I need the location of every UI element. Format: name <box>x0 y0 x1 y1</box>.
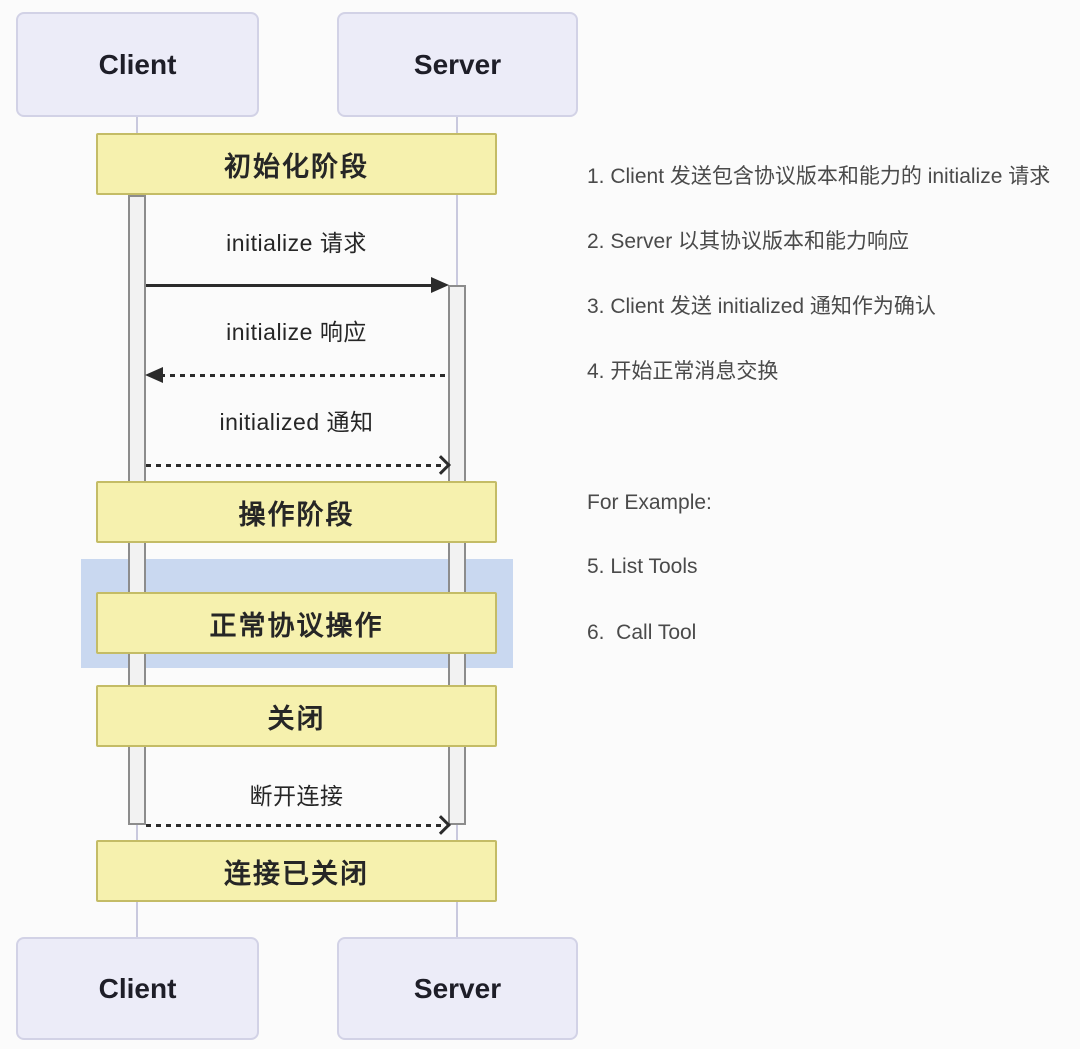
phase-connection-closed: 连接已关闭 <box>96 840 497 902</box>
actor-client-bottom: Client <box>16 937 259 1040</box>
arrow-line <box>146 824 444 827</box>
phase-initialization: 初始化阶段 <box>96 133 497 195</box>
note-step-5: 5. List Tools <box>587 555 698 578</box>
note-step-6: 6. Call Tool <box>587 621 697 644</box>
arrow-line <box>150 374 448 377</box>
actor-server-bottom: Server <box>337 937 578 1040</box>
arrow-line <box>146 284 444 287</box>
note-step-2: 2. Server 以其协议版本和能力响应 <box>587 230 910 253</box>
phase-shutdown: 关闭 <box>96 685 497 747</box>
note-example-heading: For Example: <box>587 491 712 514</box>
arrow-initialized-notification <box>146 455 451 475</box>
message-label-initialize-response: initialize 响应 <box>226 319 367 345</box>
arrowhead-left-icon <box>145 367 163 383</box>
note-step-1: 1. Client 发送包含协议版本和能力的 initialize 请求 <box>587 165 1051 188</box>
arrow-disconnect <box>146 815 451 835</box>
note-step-4: 4. 开始正常消息交换 <box>587 360 779 383</box>
actor-client-top: Client <box>16 12 259 117</box>
arrow-initialize-response <box>145 367 448 383</box>
arrowhead-right-icon <box>431 277 449 293</box>
message-label-initialized-notification: initialized 通知 <box>219 409 374 435</box>
phase-normal-protocol-operations: 正常协议操作 <box>96 592 497 654</box>
message-label-initialize-request: initialize 请求 <box>226 230 367 256</box>
actor-server-top: Server <box>337 12 578 117</box>
note-step-3: 3. Client 发送 initialized 通知作为确认 <box>587 295 936 318</box>
arrow-line <box>146 464 444 467</box>
arrow-initialize-request <box>146 277 449 293</box>
message-label-disconnect: 断开连接 <box>249 783 344 809</box>
phase-operation: 操作阶段 <box>96 481 497 543</box>
